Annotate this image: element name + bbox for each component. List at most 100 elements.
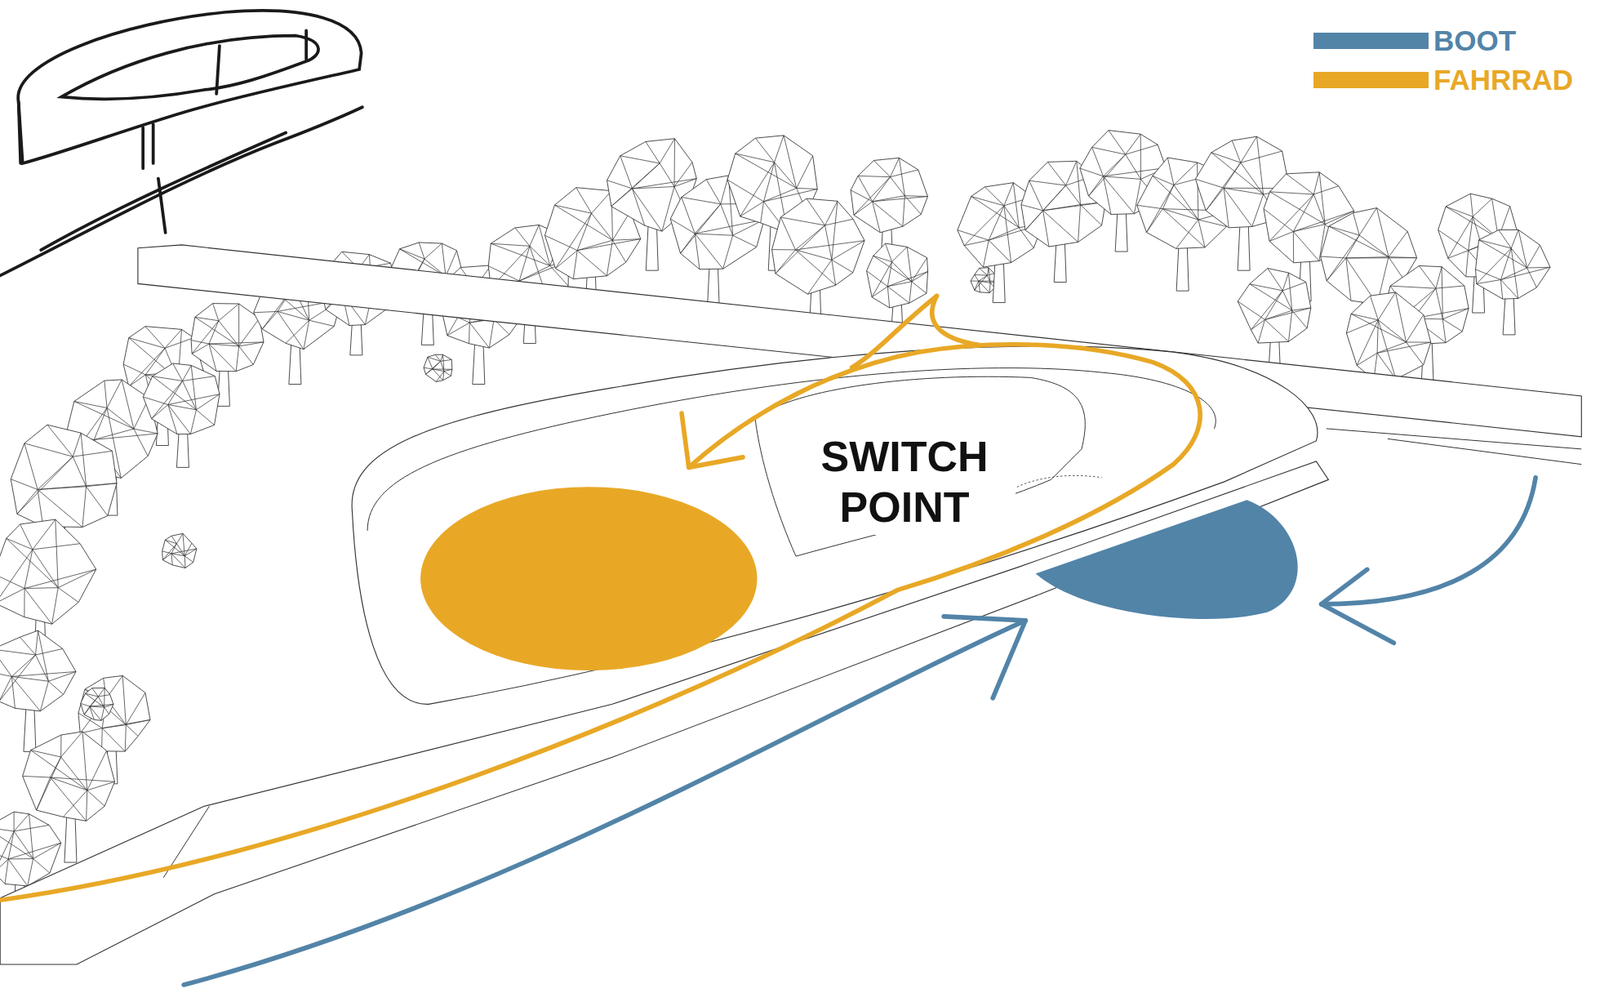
tree-facet [577, 240, 613, 250]
tree-facet [208, 343, 236, 372]
tree-facet [1282, 281, 1307, 290]
tree-facet [1173, 185, 1199, 220]
tree-facet [32, 519, 56, 550]
tree-facet [554, 204, 592, 214]
tree-facet [17, 456, 73, 514]
tree-facet [121, 379, 134, 429]
tree-facet [468, 322, 471, 344]
tree-facet [441, 243, 446, 276]
tree-facet [444, 371, 451, 377]
tree-facet [795, 240, 865, 250]
tree-facet [171, 553, 186, 569]
tree-facet [1167, 157, 1174, 186]
tree-facet [92, 688, 99, 697]
tree-facet [11, 675, 49, 681]
tree-facet [218, 320, 240, 347]
tree-facet [853, 201, 873, 216]
hand-sketch [0, 10, 363, 276]
tree-facet [277, 311, 304, 349]
tree-facet [775, 249, 796, 274]
tree-facet [1152, 175, 1174, 185]
side-road [1326, 428, 1582, 465]
tree-facet [1264, 307, 1311, 320]
tree-facet [1377, 342, 1406, 353]
tree-facet [1346, 257, 1418, 258]
tree-facet [0, 858, 9, 872]
tree-facet [986, 273, 994, 276]
tree-facet [24, 443, 73, 457]
tree-facet [971, 196, 1020, 228]
tree-facet [125, 724, 138, 737]
tree-facet [795, 225, 825, 250]
tree-facet [1313, 172, 1320, 195]
tree-facet [872, 201, 903, 227]
tree-facet [440, 359, 453, 361]
tree-facet [873, 255, 912, 282]
tree-facet [72, 432, 81, 457]
tree-facet [631, 188, 662, 232]
tree-facet [1442, 308, 1469, 320]
tree-facet [873, 255, 893, 262]
tree-facet [1466, 250, 1469, 277]
tree-facet [911, 257, 928, 282]
tree-facet [104, 706, 110, 714]
tree-facet [1240, 151, 1283, 163]
tree-facet [576, 187, 592, 214]
tree-facet [1328, 226, 1389, 258]
tree-facet [970, 280, 979, 282]
tree-facet [1359, 208, 1377, 236]
tree-facet [122, 675, 126, 725]
tree-facet [213, 303, 219, 321]
tree-facet [1475, 269, 1502, 280]
tree-facet [1066, 185, 1081, 205]
tree-facet [885, 243, 893, 263]
tree-facet [85, 693, 105, 707]
tree-facet [55, 519, 58, 588]
tree-facet [979, 267, 988, 276]
tree-facet [1029, 180, 1067, 186]
arrow-head [943, 616, 1026, 698]
boat-path [1321, 477, 1536, 605]
tree-facet [1080, 204, 1103, 226]
tree-facet [1319, 172, 1325, 225]
tree-facet [145, 326, 165, 349]
tree-facet [982, 240, 989, 267]
tree-facet [1390, 285, 1436, 289]
tree-facet [238, 303, 240, 347]
tree-facet [1195, 178, 1224, 188]
tree-facet [1029, 180, 1044, 211]
tree-facet [35, 630, 39, 655]
tree-crown [423, 354, 453, 382]
legend-label: FAHRRAD [1433, 65, 1574, 94]
tree-facet [24, 586, 58, 589]
boat-path [183, 620, 1026, 985]
tree-facet [22, 775, 51, 778]
tree-facet [164, 337, 194, 349]
tree-facet [87, 790, 105, 806]
tree-facet [23, 588, 25, 618]
tree-facet [488, 319, 494, 348]
tree-facet [1043, 201, 1107, 210]
tree-crown [1475, 229, 1551, 299]
tree-facet [1472, 198, 1492, 217]
tree-facet [469, 322, 489, 348]
tree-facet [1043, 210, 1049, 247]
tree-facet [184, 555, 187, 569]
tree-facet [182, 380, 197, 409]
tree-facet [674, 162, 693, 187]
tree-facet [1500, 248, 1512, 280]
tree-facet [239, 318, 260, 347]
legend-row: FAHRRAD [1313, 65, 1574, 94]
tree-crown [850, 157, 928, 232]
tree-facet [1264, 310, 1292, 320]
tree-facet [780, 217, 825, 226]
tree-facet [1353, 213, 1360, 236]
tree-facet [40, 680, 49, 712]
tree-facet [978, 280, 990, 293]
tree-facet [694, 219, 765, 234]
sketch-stroke [142, 124, 165, 232]
tree-facet [1269, 194, 1314, 241]
tree-facet [659, 138, 675, 164]
tree-facet [152, 376, 183, 382]
tree-facet [555, 250, 578, 269]
